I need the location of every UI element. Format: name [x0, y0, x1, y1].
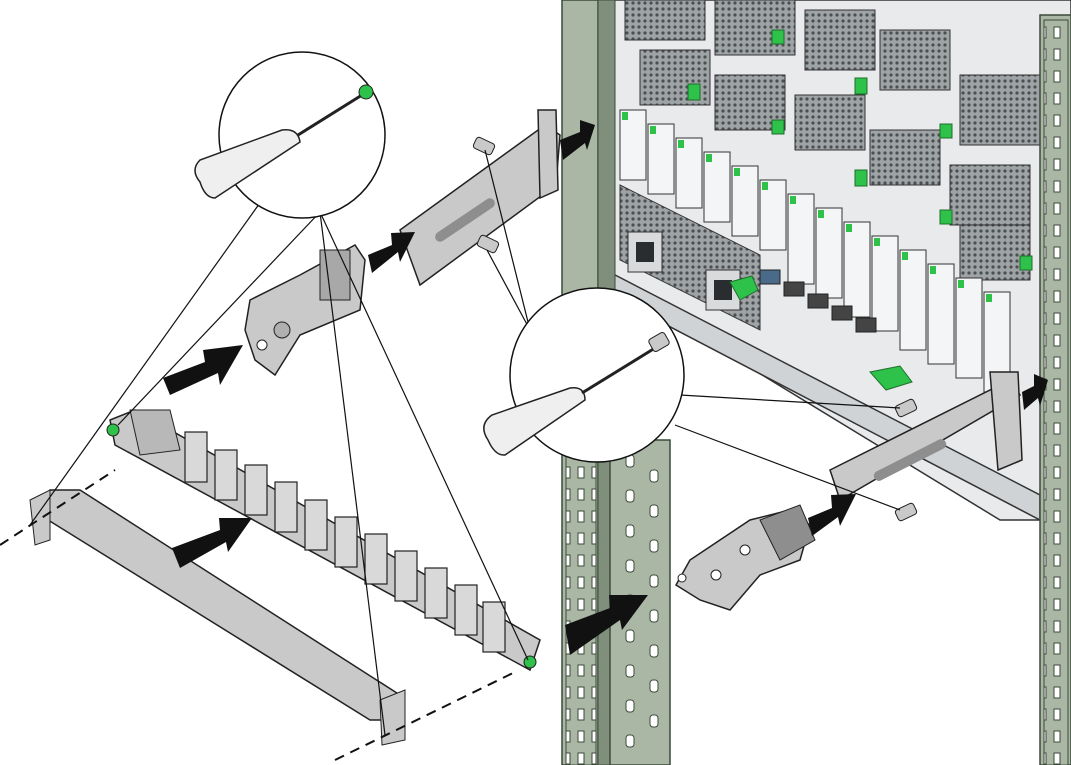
- magnifier-callout-right: [483, 287, 685, 463]
- fan-modules: [624, 0, 1041, 281]
- rail-assembly-right: [674, 371, 1023, 611]
- screwdriver-icon: [483, 332, 670, 456]
- arrow-icon: [565, 595, 648, 655]
- arrow-icon: [560, 120, 595, 160]
- alignment-lines: [0, 469, 516, 761]
- cable-management-arm: [106, 409, 541, 672]
- arrow-icon: [368, 232, 415, 273]
- direction-arrows: [163, 120, 1048, 655]
- drive-bays: [619, 109, 1011, 393]
- callout-lines: [29, 149, 901, 736]
- screw-icon: [472, 136, 500, 254]
- arrow-icon: [172, 518, 252, 568]
- rack-rail-right: [1039, 14, 1071, 765]
- arrow-icon: [1022, 374, 1048, 410]
- io-panel: [627, 231, 913, 391]
- server-chassis: [589, 0, 1071, 522]
- magnifier-callout-left: [194, 51, 386, 219]
- arrow-icon: [808, 494, 856, 536]
- screwdriver-icon: [194, 84, 374, 199]
- cover-plate: [29, 489, 406, 746]
- rail-assembly-left: [244, 109, 561, 377]
- arrow-icon: [163, 345, 243, 395]
- screw-icon: [894, 398, 918, 522]
